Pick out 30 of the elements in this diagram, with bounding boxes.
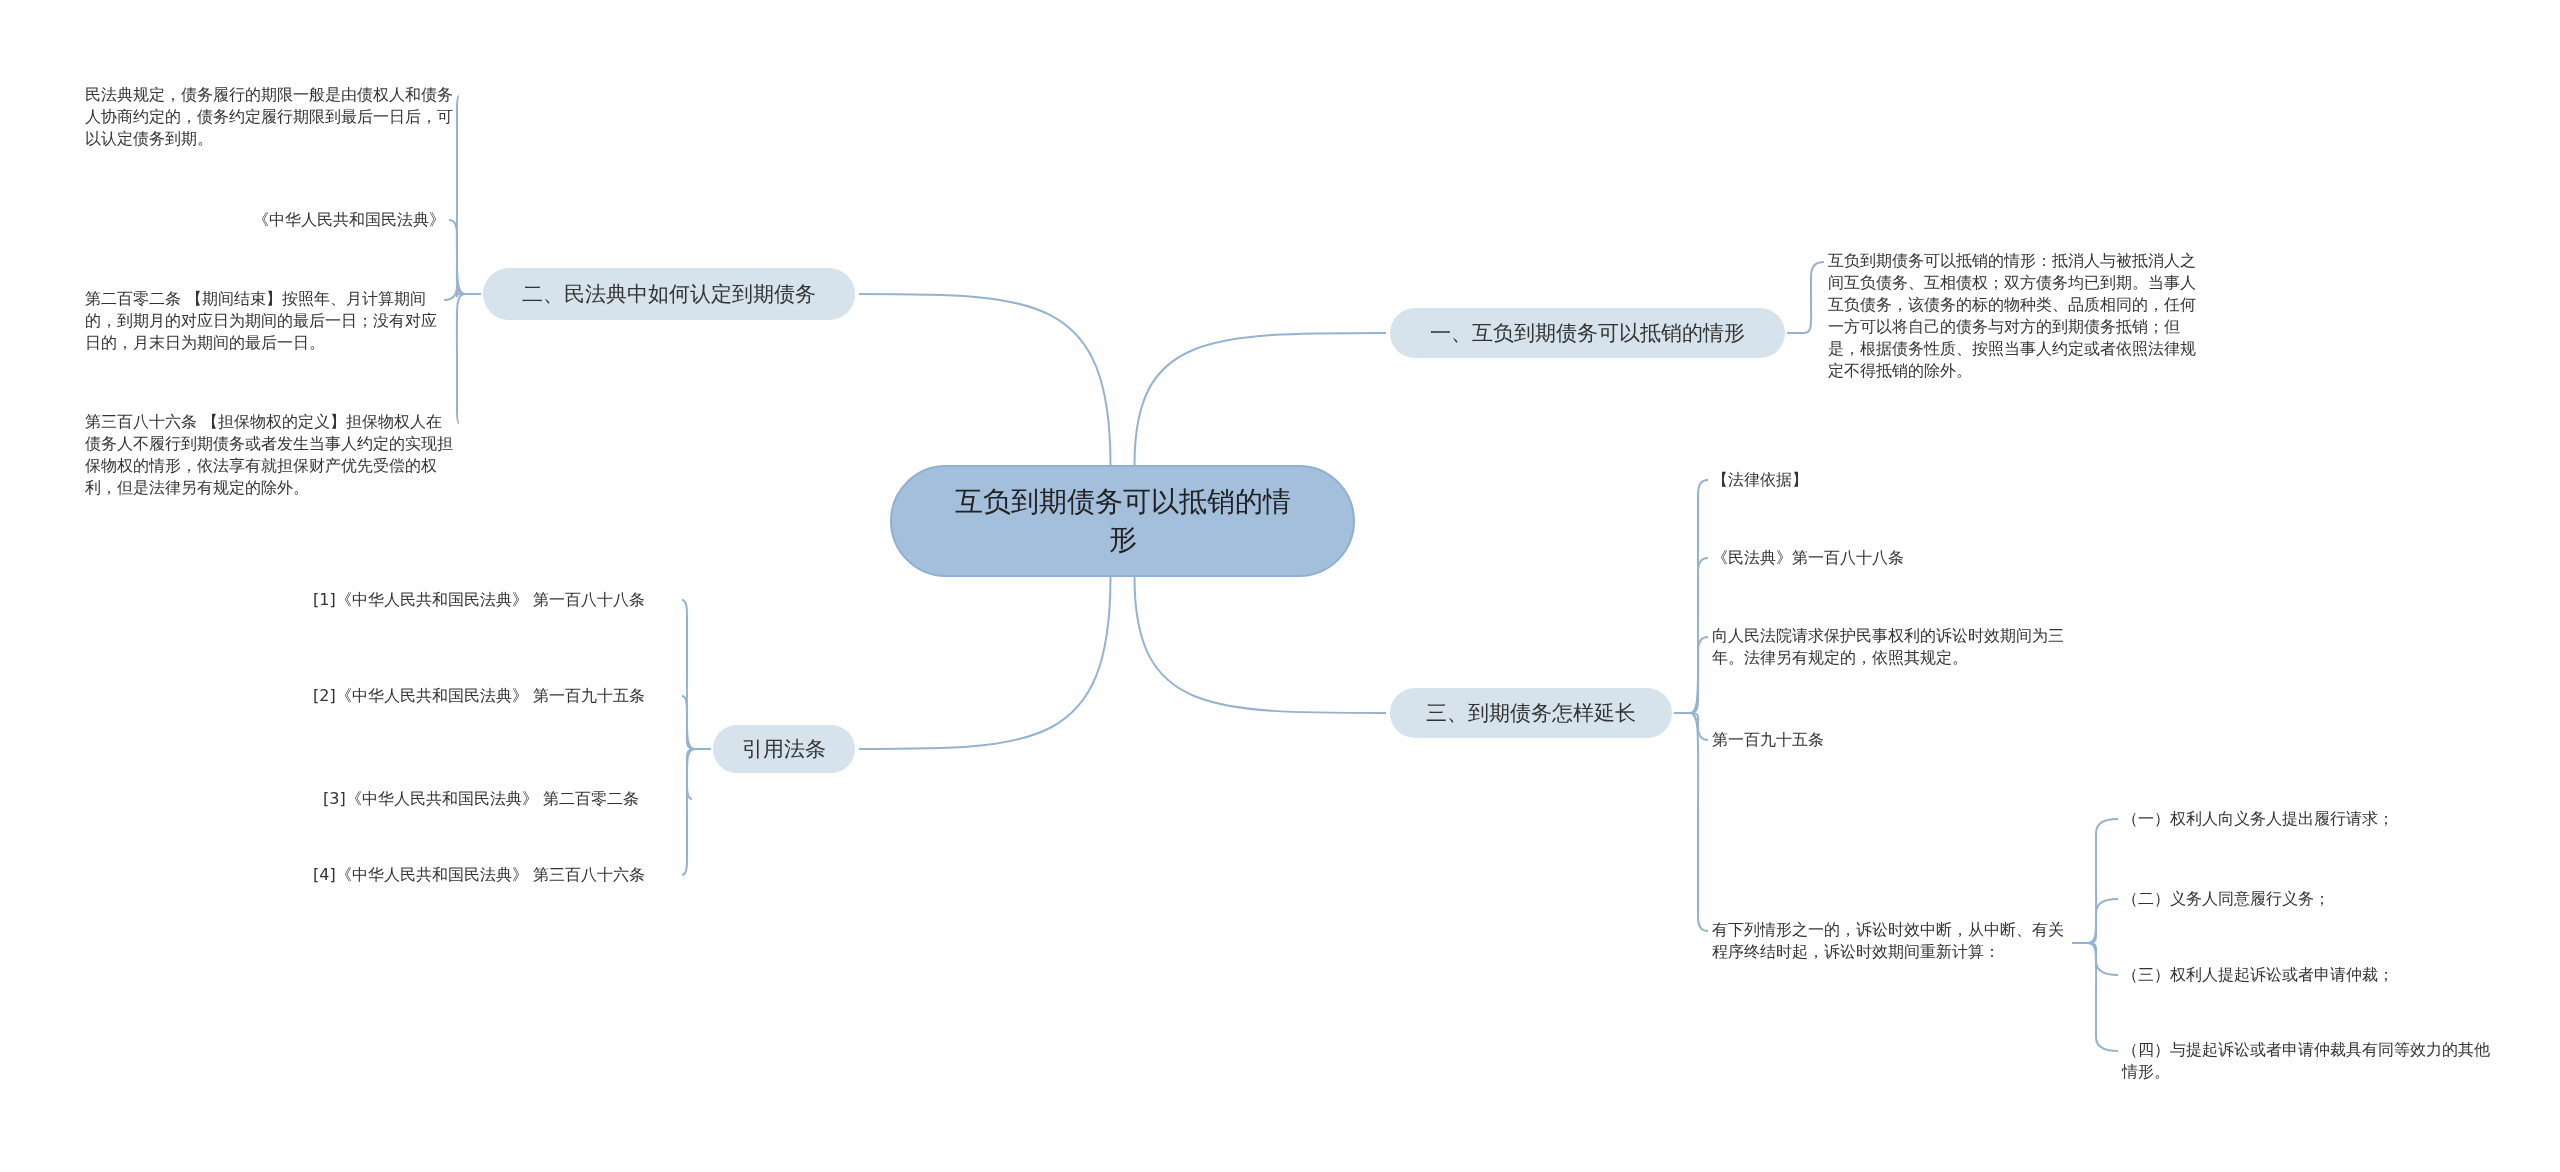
leaf-text: [3]《中华人民共和国民法典》 第二百零二条: [323, 788, 688, 810]
leaf-text: 向人民法院请求保护民事权利的诉讼时效期间为三年。法律另有规定的，依照其规定。: [1712, 625, 2082, 669]
leaf-text: [1]《中华人民共和国民法典》 第一百八十八条: [313, 589, 678, 611]
leaf-text: 互负到期债务可以抵销的情形：抵消人与被抵消人之间互负债务、互相债权；双方债务均已到期。当事人互负债务，该债务的标的物种类、品质相同的，任何一方可以将自己的债务与对方的到期债务抵销；但是，根据债务性质、按照当事人约定或者依照法律规定不得抵销的除外。: [1828, 250, 2198, 382]
topic-box: 一、互负到期债务可以抵销的情形: [1390, 308, 1785, 358]
leaf-text: 第二百零二条 【期间结束】按照年、月计算期间的，到期月的对应日为期间的最后一日；没有对应日的，月末日为期间的最后一日。: [85, 288, 440, 354]
leaf-text: （二）义务人同意履行义务；: [2122, 888, 2502, 910]
connector-line: [1673, 712, 1709, 932]
leaf-text: 第三百八十六条 【担保物权的定义】担保物权人在债务人不履行到期债务或者发生当事人约定的实现担保物权的情形，依法享有就担保财产优先受偿的权利，但是法律另有规定的除外。: [85, 411, 455, 499]
connector-line: [1133, 576, 1387, 714]
leaf-text: （一）权利人向义务人提出履行请求；: [2122, 808, 2502, 830]
topic-box: 引用法条: [713, 725, 855, 773]
leaf-text: 【法律依据】: [1712, 469, 1912, 491]
connector-line: [858, 576, 1112, 750]
leaf-text: [2]《中华人民共和国民法典》 第一百九十五条: [313, 685, 678, 707]
connector-line: [681, 748, 712, 876]
leaf-text: 第一百九十五条: [1712, 729, 1912, 751]
connector-line: [858, 293, 1112, 466]
connector-line: [1133, 332, 1387, 466]
leaf-text: （四）与提起诉讼或者申请仲裁具有同等效力的其他情形。: [2122, 1039, 2492, 1083]
leaf-text: 民法典规定，债务履行的期限一般是由债权人和债务人协商约定的，债务约定履行期限到最后一日后，可以认定债务到期。: [85, 84, 455, 150]
leaf-text: [4]《中华人民共和国民法典》 第三百八十六条: [313, 864, 678, 886]
topic-box: 三、到期债务怎样延长: [1390, 688, 1672, 738]
topic-box: 二、民法典中如何认定到期债务: [483, 268, 855, 320]
leaf-text: 《中华人民共和国民法典》: [253, 209, 445, 231]
connector-line: [455, 293, 482, 424]
central-topic: 互负到期债务可以抵销的情形: [890, 465, 1355, 577]
leaf-text: 《民法典》第一百八十八条: [1712, 547, 1972, 569]
leaf-text: 有下列情形之一的，诉讼时效中断，从中断、有关程序终结时起，诉讼时效期间重新计算：: [1712, 919, 2070, 963]
leaf-text: （三）权利人提起诉讼或者申请仲裁；: [2122, 964, 2502, 986]
